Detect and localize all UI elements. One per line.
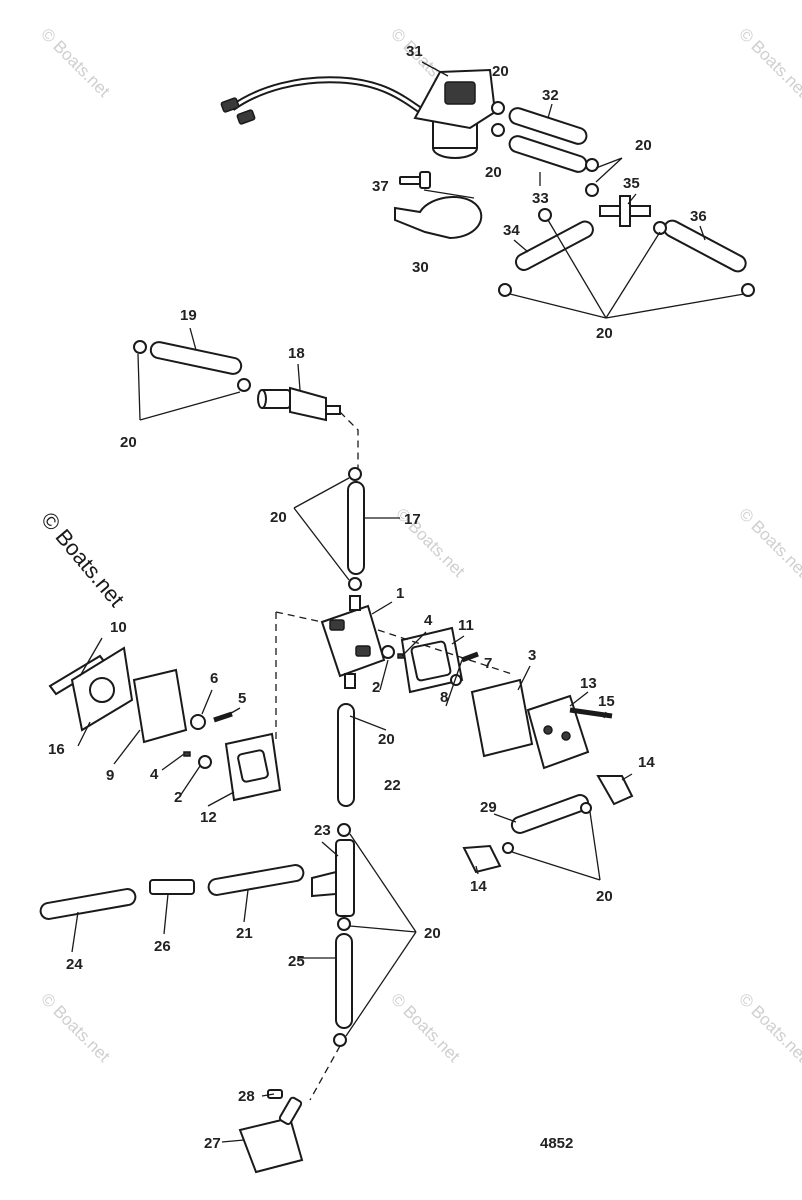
callout-label: 20: [120, 434, 137, 451]
callout-label: 27: [204, 1135, 221, 1152]
hose-17-group: [293, 467, 400, 591]
callout-label: 20: [596, 888, 613, 905]
callout-label: 20: [270, 509, 287, 526]
callout-label: 28: [238, 1088, 255, 1105]
watermark: © Boats.net: [735, 24, 802, 101]
callout-label: 23: [314, 822, 331, 839]
callout-label: 19: [180, 307, 197, 324]
callout-label: 11: [458, 617, 474, 634]
callout-label: 34: [503, 222, 520, 239]
callout-label: 29: [480, 799, 497, 816]
callout-label: 20: [596, 325, 613, 342]
callout-label: 5: [238, 690, 246, 707]
callout-label: 20: [424, 925, 441, 942]
callout-label: 6: [210, 670, 218, 687]
callout-label: 7: [484, 655, 492, 672]
drawing-number: 4852: [540, 1135, 573, 1152]
callout-label: 4: [150, 766, 159, 783]
callout-label: 36: [690, 208, 707, 225]
callout-label: 32: [542, 87, 559, 104]
callout-label: 25: [288, 953, 305, 970]
callout-label: 24: [66, 956, 83, 973]
callout-label: 2: [174, 789, 182, 806]
callout-label: 33: [532, 190, 549, 207]
watermark: © Boats.net: [37, 24, 114, 101]
callout-label: 31: [406, 43, 423, 60]
pump-left-parts: [48, 646, 282, 802]
callout-label: 10: [110, 619, 127, 636]
callout-label: 17: [404, 511, 421, 528]
callout-label: 20: [492, 63, 509, 80]
callout-label: 13: [580, 675, 597, 692]
callout-label: 20: [485, 164, 502, 181]
callout-label: 15: [598, 693, 615, 710]
lower-hoses-group: [39, 703, 601, 1174]
callout-label: 14: [470, 878, 487, 895]
callout-label: 1: [396, 585, 404, 602]
callout-label: 16: [48, 741, 65, 758]
callout-label: 37: [372, 178, 389, 195]
callout-label: 14: [638, 754, 655, 771]
watermark-large: © Boats.net: [36, 507, 129, 611]
callout-label: 20: [378, 731, 395, 748]
watermark: © Boats.net: [735, 989, 802, 1066]
callout-label: 3: [528, 647, 536, 664]
callout-label: 2: [372, 679, 380, 696]
callout-label: 4: [424, 612, 433, 629]
callout-label: 20: [635, 137, 652, 154]
callout-label: 26: [154, 938, 171, 955]
callout-label: 35: [623, 175, 640, 192]
leader-lines: [71, 61, 706, 1143]
callout-label: 12: [200, 809, 217, 826]
watermark: © Boats.net: [735, 504, 802, 581]
callout-label: 8: [440, 689, 448, 706]
callout-label: 21: [236, 925, 253, 942]
callout-label: 9: [106, 767, 114, 784]
fuel-filter-group: [133, 340, 359, 468]
watermark: © Boats.net: [37, 989, 114, 1066]
primer-solenoid-group: [220, 68, 755, 319]
callout-label: 30: [412, 259, 429, 276]
callouts: 31 20 32 20 20 37 35 33 36 34 30 20 19 1…: [48, 43, 707, 1152]
callout-label: 22: [384, 777, 401, 794]
callout-label: 18: [288, 345, 305, 362]
fuel-pump-group: [275, 595, 634, 806]
watermark: © Boats.net: [387, 989, 464, 1066]
